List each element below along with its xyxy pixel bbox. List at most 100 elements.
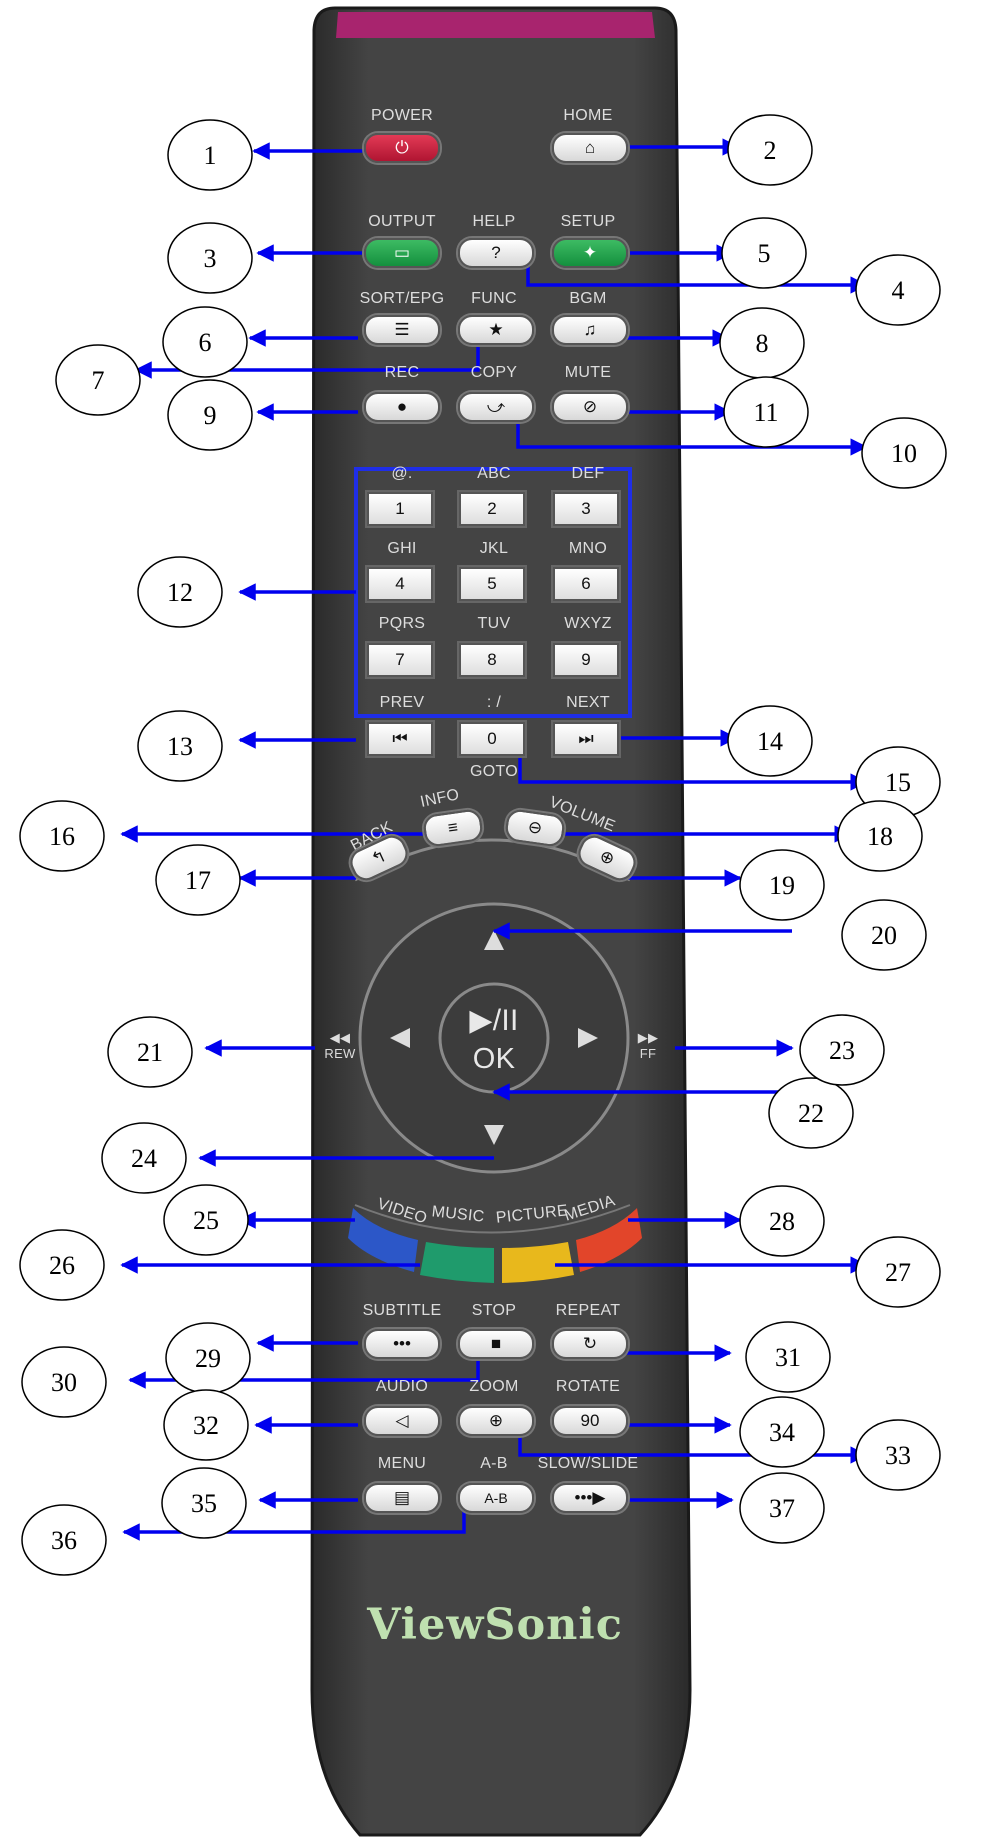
stop-button[interactable]: ■ <box>458 1329 534 1359</box>
rotate-button[interactable]: 90 <box>552 1406 628 1436</box>
next-button[interactable]: ⏭ <box>553 722 619 756</box>
callout-number: 28 <box>769 1207 795 1236</box>
slow-slide-button[interactable]: •••▶ <box>552 1483 628 1513</box>
audio-button[interactable]: ◁ <box>364 1406 440 1436</box>
subtitle-label: SUBTITLE <box>362 1302 442 1319</box>
callout-circle <box>855 1419 941 1491</box>
callout-number: 19 <box>769 871 795 900</box>
callout-circle <box>739 1185 825 1257</box>
callout-number: 7 <box>92 366 105 395</box>
key-6[interactable]: 6 <box>553 567 619 601</box>
audio-label: AUDIO <box>375 1378 429 1395</box>
home-icon: ⌂ <box>584 138 596 157</box>
sort-epg-button[interactable]: ☰ <box>364 315 440 345</box>
ok-label: OK <box>472 1043 516 1075</box>
slow-play-icon: •••▶ <box>574 1488 606 1507</box>
callout-number: 9 <box>204 401 217 430</box>
zoom-button[interactable]: ⊕ <box>458 1406 534 1436</box>
callout-number: 35 <box>191 1489 217 1518</box>
key-9[interactable]: 9 <box>553 643 619 677</box>
func-label: FUNC <box>471 290 517 307</box>
key-5[interactable]: 5 <box>459 567 525 601</box>
callout-circle <box>21 1504 107 1576</box>
subtitle-button[interactable]: ••• <box>364 1329 440 1359</box>
callout-number: 25 <box>193 1206 219 1235</box>
output-button[interactable]: ▭ <box>364 238 440 268</box>
menu-label: MENU <box>377 1455 427 1472</box>
key9-letters: WXYZ <box>564 615 612 632</box>
callout-number: 21 <box>137 1038 163 1067</box>
callout-number: 11 <box>753 398 778 427</box>
callout-circle <box>163 1389 249 1461</box>
power-button[interactable]: ⏻ <box>364 133 440 163</box>
callout-circle <box>739 1472 825 1544</box>
callout-number: 2 <box>764 136 777 165</box>
callout-number: 37 <box>769 1494 795 1523</box>
key-4[interactable]: 4 <box>367 567 433 601</box>
rec-label: REC <box>384 364 420 381</box>
callout-number: 1 <box>204 141 217 170</box>
key-2[interactable]: 2 <box>459 492 525 526</box>
zoom-icon: ⊕ <box>488 1411 504 1430</box>
bgm-label: BGM <box>569 290 607 307</box>
question-icon: ? <box>491 243 501 262</box>
func-button[interactable]: ★ <box>458 315 534 345</box>
sort-epg-label: SORT/EPG <box>359 290 445 307</box>
callout-circle <box>101 1122 187 1194</box>
info-icon: ≡ <box>446 817 460 838</box>
callout-circle <box>861 417 947 489</box>
key-3[interactable]: 3 <box>553 492 619 526</box>
music-note-icon: ♫ <box>583 320 597 339</box>
callout-number: 8 <box>756 329 769 358</box>
callout-circle <box>167 119 253 191</box>
prev-label: PREV <box>379 694 425 711</box>
help-label: HELP <box>472 213 516 230</box>
media-key <box>576 1208 642 1272</box>
callout-number: 29 <box>195 1344 221 1373</box>
callout-circle <box>167 379 253 451</box>
colon-label: : / <box>486 694 502 711</box>
key3-letters: DEF <box>571 465 605 482</box>
key8-letters: TUV <box>477 615 511 632</box>
rec-button[interactable]: ● <box>364 392 440 422</box>
zoom-label: ZOOM <box>469 1378 519 1395</box>
repeat-button[interactable]: ↻ <box>552 1329 628 1359</box>
record-icon: ● <box>396 397 408 416</box>
callout-circle <box>21 1346 107 1418</box>
ab-button[interactable]: A-B <box>458 1483 534 1513</box>
callout-number: 4 <box>892 276 905 305</box>
callout-number: 36 <box>51 1526 77 1555</box>
setup-button[interactable]: ✦ <box>552 238 628 268</box>
stop-label: STOP <box>471 1302 517 1319</box>
callout-circle <box>727 114 813 186</box>
power-label: POWER <box>371 107 433 124</box>
home-button[interactable]: ⌂ <box>552 133 628 163</box>
output-label: OUTPUT <box>368 213 436 230</box>
key-0[interactable]: 0 <box>459 722 525 756</box>
callout-circle <box>161 1467 247 1539</box>
menu-button[interactable]: ▤ <box>364 1483 440 1513</box>
prev-button[interactable]: ⏮ <box>367 722 433 756</box>
mute-button[interactable]: ⊘ <box>552 392 628 422</box>
callout-number: 27 <box>885 1258 911 1287</box>
key-1[interactable]: 1 <box>367 492 433 526</box>
key4-letters: GHI <box>387 540 417 557</box>
callout-circle <box>799 1014 885 1086</box>
mute-icon: ⊘ <box>582 397 598 416</box>
callout-circle <box>855 254 941 326</box>
help-button[interactable]: ? <box>458 238 534 268</box>
callout-circle <box>855 1236 941 1308</box>
callout-circle <box>739 849 825 921</box>
picture-key <box>502 1242 574 1283</box>
bgm-button[interactable]: ♫ <box>552 315 628 345</box>
remote-top-band <box>336 12 655 38</box>
back-icon: ↰ <box>368 845 390 870</box>
music-key <box>420 1242 494 1283</box>
callout-number: 10 <box>891 439 917 468</box>
callout-number: 30 <box>51 1368 77 1397</box>
callout-number: 20 <box>871 921 897 950</box>
key-7[interactable]: 7 <box>367 643 433 677</box>
copy-button[interactable]: ⤻ <box>458 392 534 422</box>
next-label: NEXT <box>566 694 610 711</box>
key-8[interactable]: 8 <box>459 643 525 677</box>
